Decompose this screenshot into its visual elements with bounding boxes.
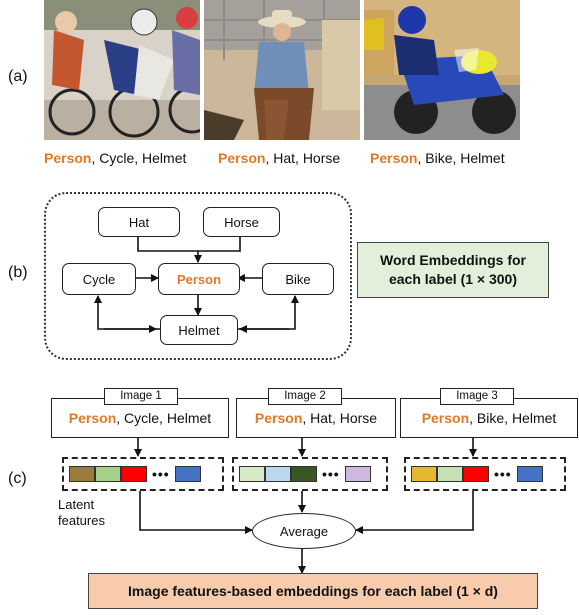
image-2-rest: , Hat, Horse: [302, 410, 378, 426]
caption-2-rest: , Hat, Horse: [265, 150, 341, 166]
motorcycle-photo: [364, 0, 520, 140]
feature-cell: [265, 466, 291, 482]
panel-label-c: (c): [8, 470, 27, 487]
feature-cell: [69, 466, 95, 482]
feature-cell: [121, 466, 147, 482]
image-3-tag: Image 3: [440, 388, 514, 405]
image-1-labels: Person, Cycle, Helmet: [51, 398, 229, 438]
latent-features-2: •••: [232, 457, 388, 491]
label-graph-frame: [44, 192, 352, 360]
latent-line2: features: [58, 513, 105, 528]
panel-label-a: (a): [8, 68, 28, 85]
feature-cell: [239, 466, 265, 482]
caption-1-rest: , Cycle, Helmet: [91, 150, 187, 166]
caption-1: Person, Cycle, Helmet: [44, 150, 186, 166]
caption-2-person: Person: [218, 150, 266, 166]
node-cycle: Cycle: [62, 263, 136, 295]
feature-cell: [344, 466, 371, 482]
image-2-tag: Image 2: [268, 388, 342, 405]
image-3-rest: , Bike, Helmet: [469, 410, 557, 426]
node-hat: Hat: [98, 207, 180, 237]
feature-cell: [463, 466, 489, 482]
caption-3: Person, Bike, Helmet: [370, 150, 505, 166]
image-1-rest: , Cycle, Helmet: [116, 410, 212, 426]
ellipsis-dots: •••: [152, 466, 170, 482]
average-node: Average: [252, 513, 356, 549]
final-embeddings-box: Image features-based embeddings for each…: [88, 573, 538, 609]
ellipsis-dots: •••: [494, 466, 512, 482]
latent-line1: Latent: [58, 497, 95, 512]
feature-cell: [516, 466, 543, 482]
node-helmet: Helmet: [160, 315, 238, 345]
edge-latent3-average: [355, 491, 474, 534]
word-embeddings-box: Word Embeddings for each label (1 × 300): [357, 242, 549, 298]
latent-features-1: •••: [62, 457, 224, 491]
cowboy-photo: [204, 0, 360, 140]
latent-features-3: •••: [404, 457, 566, 491]
feature-cell: [437, 466, 463, 482]
latent-features-label: Latent features: [58, 497, 105, 529]
ellipsis-dots: •••: [322, 466, 340, 482]
panel-label-b: (b): [8, 264, 28, 281]
cyclists-photo: [44, 0, 200, 140]
word-embeddings-line1: Word Embeddings for: [380, 252, 526, 268]
node-bike: Bike: [262, 263, 334, 295]
caption-3-person: Person: [370, 150, 418, 166]
node-horse: Horse: [203, 207, 280, 237]
feature-cell: [411, 466, 437, 482]
image-3-person: Person: [421, 410, 470, 426]
feature-cell: [291, 466, 317, 482]
edge-latent1-average: [139, 491, 253, 534]
feature-cell: [95, 466, 121, 482]
feature-cell: [174, 466, 201, 482]
word-embeddings-line2: each label (1 × 300): [388, 271, 518, 287]
node-person: Person: [158, 263, 240, 295]
image-1-person: Person: [68, 410, 117, 426]
caption-1-person: Person: [44, 150, 92, 166]
image-1-tag: Image 1: [104, 388, 178, 405]
caption-2: Person, Hat, Horse: [218, 150, 340, 166]
caption-3-rest: , Bike, Helmet: [417, 150, 505, 166]
image-2-person: Person: [254, 410, 303, 426]
